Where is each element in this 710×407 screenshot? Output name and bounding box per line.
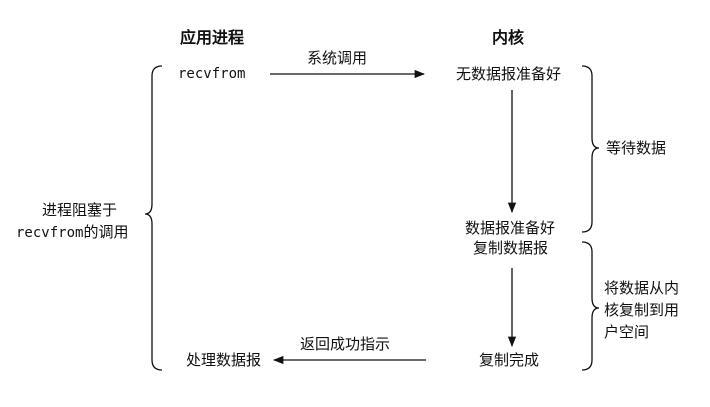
syscall-label: 系统调用 [307,49,368,67]
blocked-label-line1: 进程阻塞于 [42,201,118,219]
wait-brace [581,65,600,233]
no-datagram-ready: 无数据报准备好 [456,65,562,83]
copy-phase-line3: 户空间 [604,323,650,341]
kernel-header: 内核 [492,28,525,47]
copy-datagram: 复制数据报 [473,239,549,257]
process-datagram: 处理数据报 [186,351,262,369]
copy-phase-line2: 核复制到用 [604,301,680,319]
recvfrom-call: recvfrom [178,66,246,82]
return-label: 返回成功指示 [300,335,391,353]
left-brace [144,65,163,371]
datagram-ready: 数据报准备好 [465,219,556,237]
copy-phase-line1: 将数据从内 [604,279,680,297]
copy-brace [581,241,600,371]
copy-complete: 复制完成 [479,351,540,369]
wait-for-data-label: 等待数据 [606,139,667,157]
blocked-label-recvfrom: recvfrom [16,225,84,241]
app-process-header: 应用进程 [180,28,245,47]
blocked-label-line2: recvfrom的调用 [16,222,128,243]
blocked-label-rest: 的调用 [83,223,129,241]
